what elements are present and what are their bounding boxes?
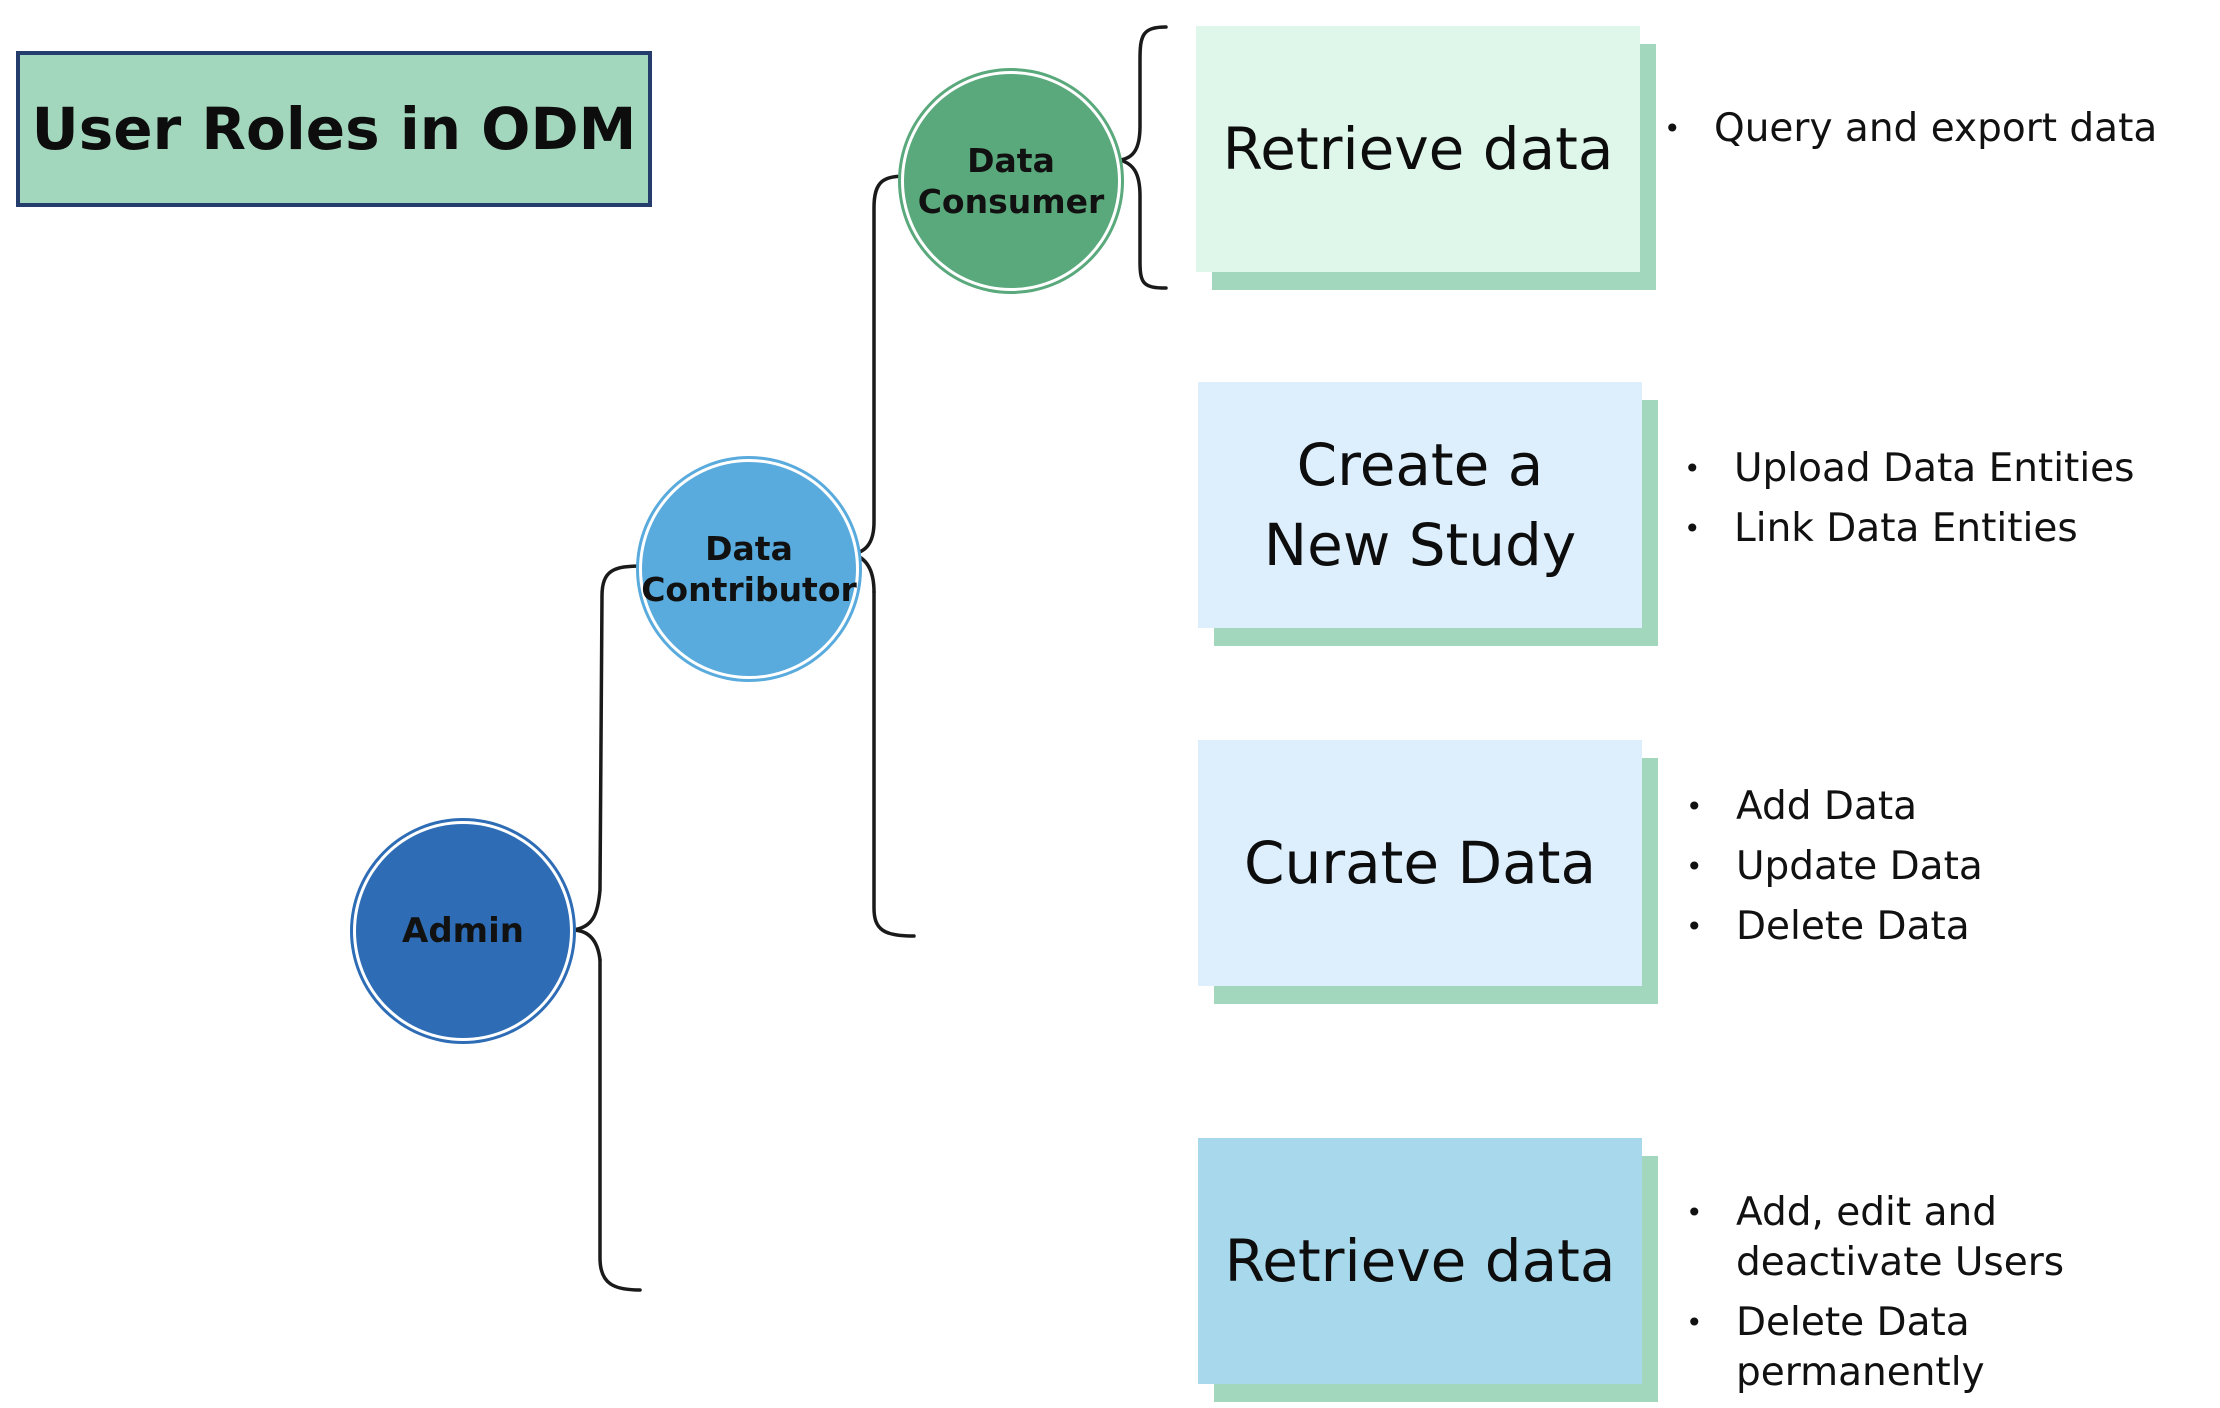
bullet-item: Query and export data (1664, 104, 2204, 154)
diagram-title: User Roles in ODM (31, 95, 637, 163)
card-title: Retrieve data (1222, 114, 1614, 183)
card-admin-retrieve-data: Retrieve data (1198, 1138, 1658, 1402)
card-face: Retrieve data (1196, 26, 1640, 272)
role-data-contributor-label: Data Contributor (641, 528, 857, 609)
bullet-list-create-new-study: Upload Data Entities Link Data Entities (1684, 444, 2204, 564)
contributor-bracket (850, 174, 916, 938)
card-title: Retrieve data (1224, 1226, 1616, 1295)
bullet-item: Update Data (1686, 842, 2206, 892)
contributor-bracket-notch (850, 552, 876, 594)
card-title: Curate Data (1244, 828, 1596, 897)
bullet-list-admin: Add, edit and deactivate Users Delete Da… (1686, 1188, 2206, 1408)
diagram-title-box: User Roles in ODM (16, 51, 652, 207)
card-face: Curate Data (1198, 740, 1642, 986)
admin-bracket-notch (570, 928, 602, 962)
consumer-brace (1119, 25, 1168, 290)
card-face: Retrieve data (1198, 1138, 1642, 1384)
bullet-list-curate-data: Add Data Update Data Delete Data (1686, 782, 2206, 962)
bullet-item: Delete Data (1686, 902, 2206, 952)
bullet-item: Link Data Entities (1684, 504, 2204, 554)
bullet-item: Upload Data Entities (1684, 444, 2204, 494)
role-data-consumer-label: Data Consumer (917, 140, 1105, 221)
card-curate-data: Curate Data (1198, 740, 1658, 1004)
bullet-item: Add Data (1686, 782, 2206, 832)
card-create-new-study: Create a New Study (1198, 382, 1658, 646)
role-data-contributor: Data Contributor (641, 462, 857, 676)
card-title: Create a New Study (1263, 430, 1577, 579)
admin-bracket (570, 564, 644, 1292)
role-admin: Admin (356, 824, 570, 1038)
card-retrieve-data: Retrieve data (1196, 26, 1656, 290)
role-data-consumer: Data Consumer (904, 74, 1118, 288)
bullet-list-retrieve-data: Query and export data (1664, 104, 2204, 164)
role-admin-label: Admin (402, 910, 524, 951)
bullet-item: Add, edit and deactivate Users (1686, 1188, 2206, 1288)
bullet-item: Delete Data permanently (1686, 1298, 2206, 1398)
card-face: Create a New Study (1198, 382, 1642, 628)
